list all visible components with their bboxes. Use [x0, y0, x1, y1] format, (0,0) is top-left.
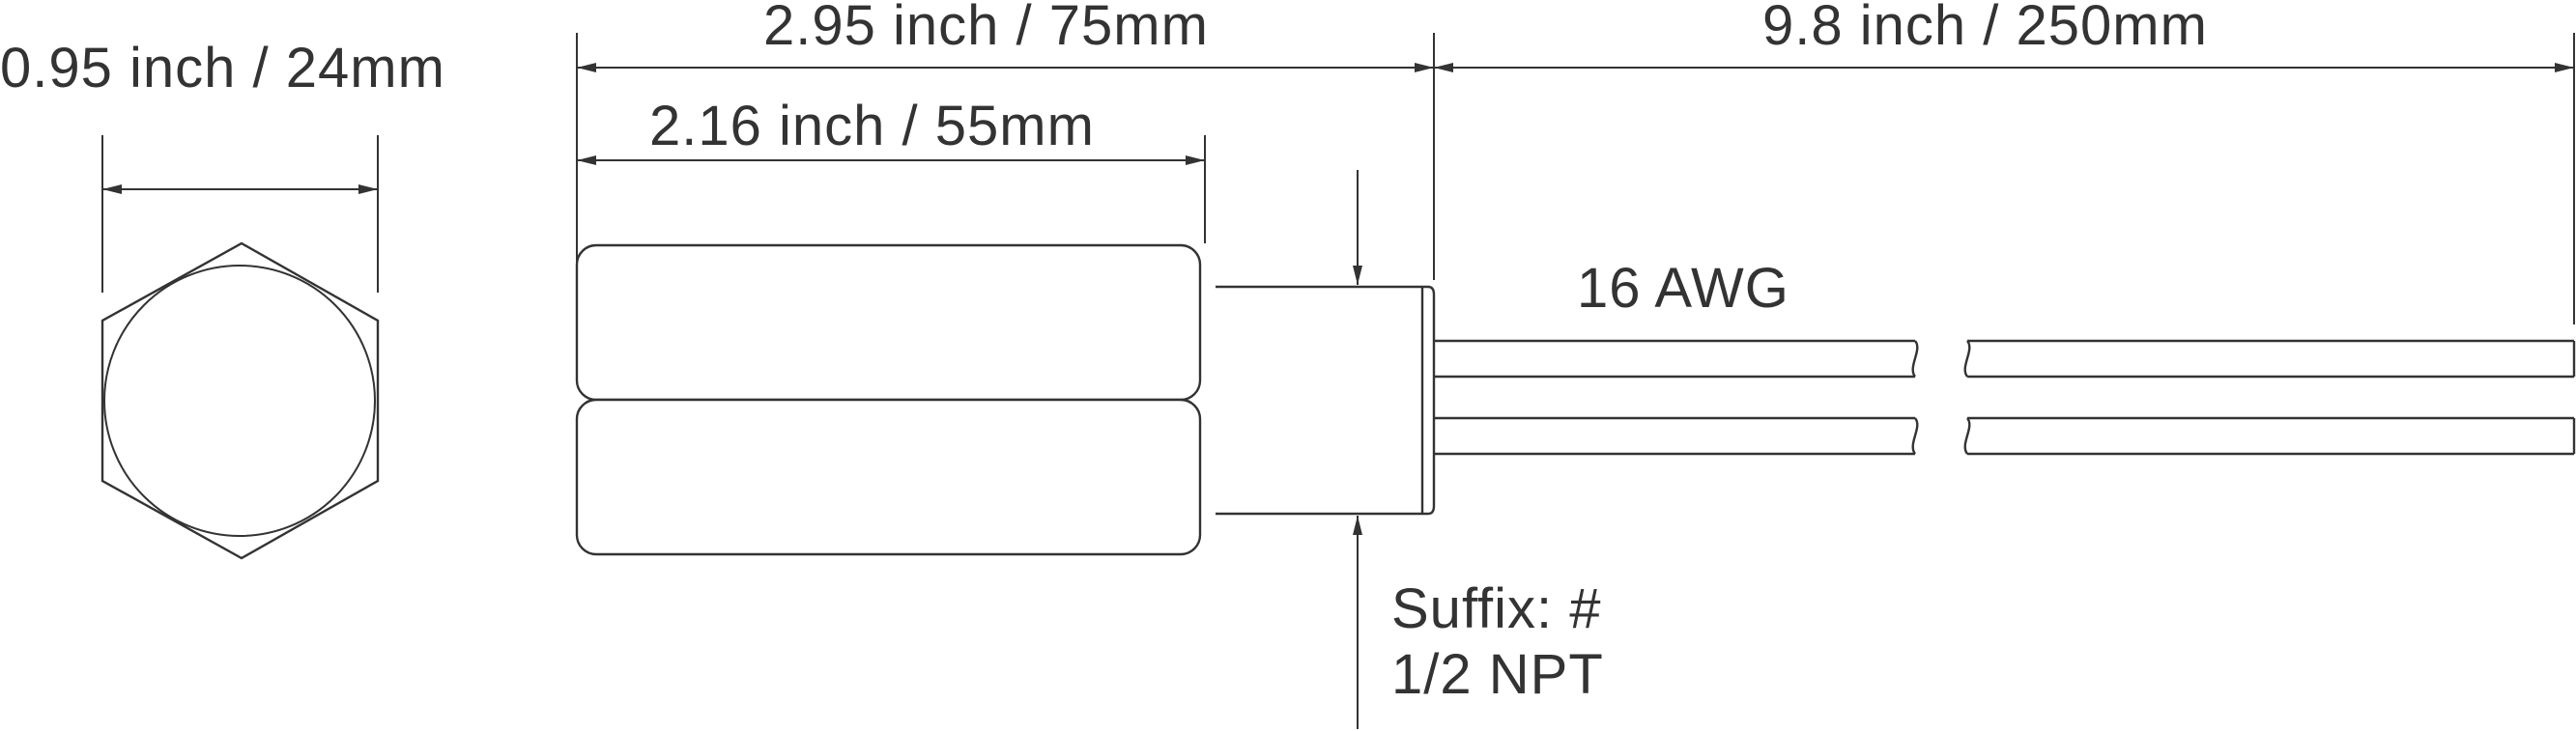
- lead-wire-2: [1434, 416, 2576, 456]
- overall-length-label: 2.95 inch / 75mm: [763, 0, 1209, 57]
- shank-end-cap: [1422, 285, 1436, 516]
- hex-inner-circle: [103, 265, 376, 537]
- lead-wire-1: [1434, 339, 2576, 379]
- suffix-label: Suffix: #: [1391, 577, 1602, 640]
- thread-label: 1/2 NPT: [1391, 643, 1604, 706]
- hex-width-label: 0.95 inch / 24mm: [0, 37, 445, 99]
- hex-body-upper-flat: [575, 243, 1202, 402]
- lead-length-label: 9.8 inch / 250mm: [1762, 0, 2208, 57]
- hex-body-lower-flat: [575, 398, 1202, 556]
- hex-end-view: 0.95 inch / 24mm: [0, 37, 445, 560]
- hex-outline: [100, 241, 380, 560]
- hex-length-label: 2.16 inch / 55mm: [649, 95, 1095, 157]
- sensor-side-view: 2.95 inch / 75mm 2.16 inch / 55mm 9.8 in…: [575, 0, 2576, 729]
- wire-gauge-label: 16 AWG: [1577, 257, 1789, 320]
